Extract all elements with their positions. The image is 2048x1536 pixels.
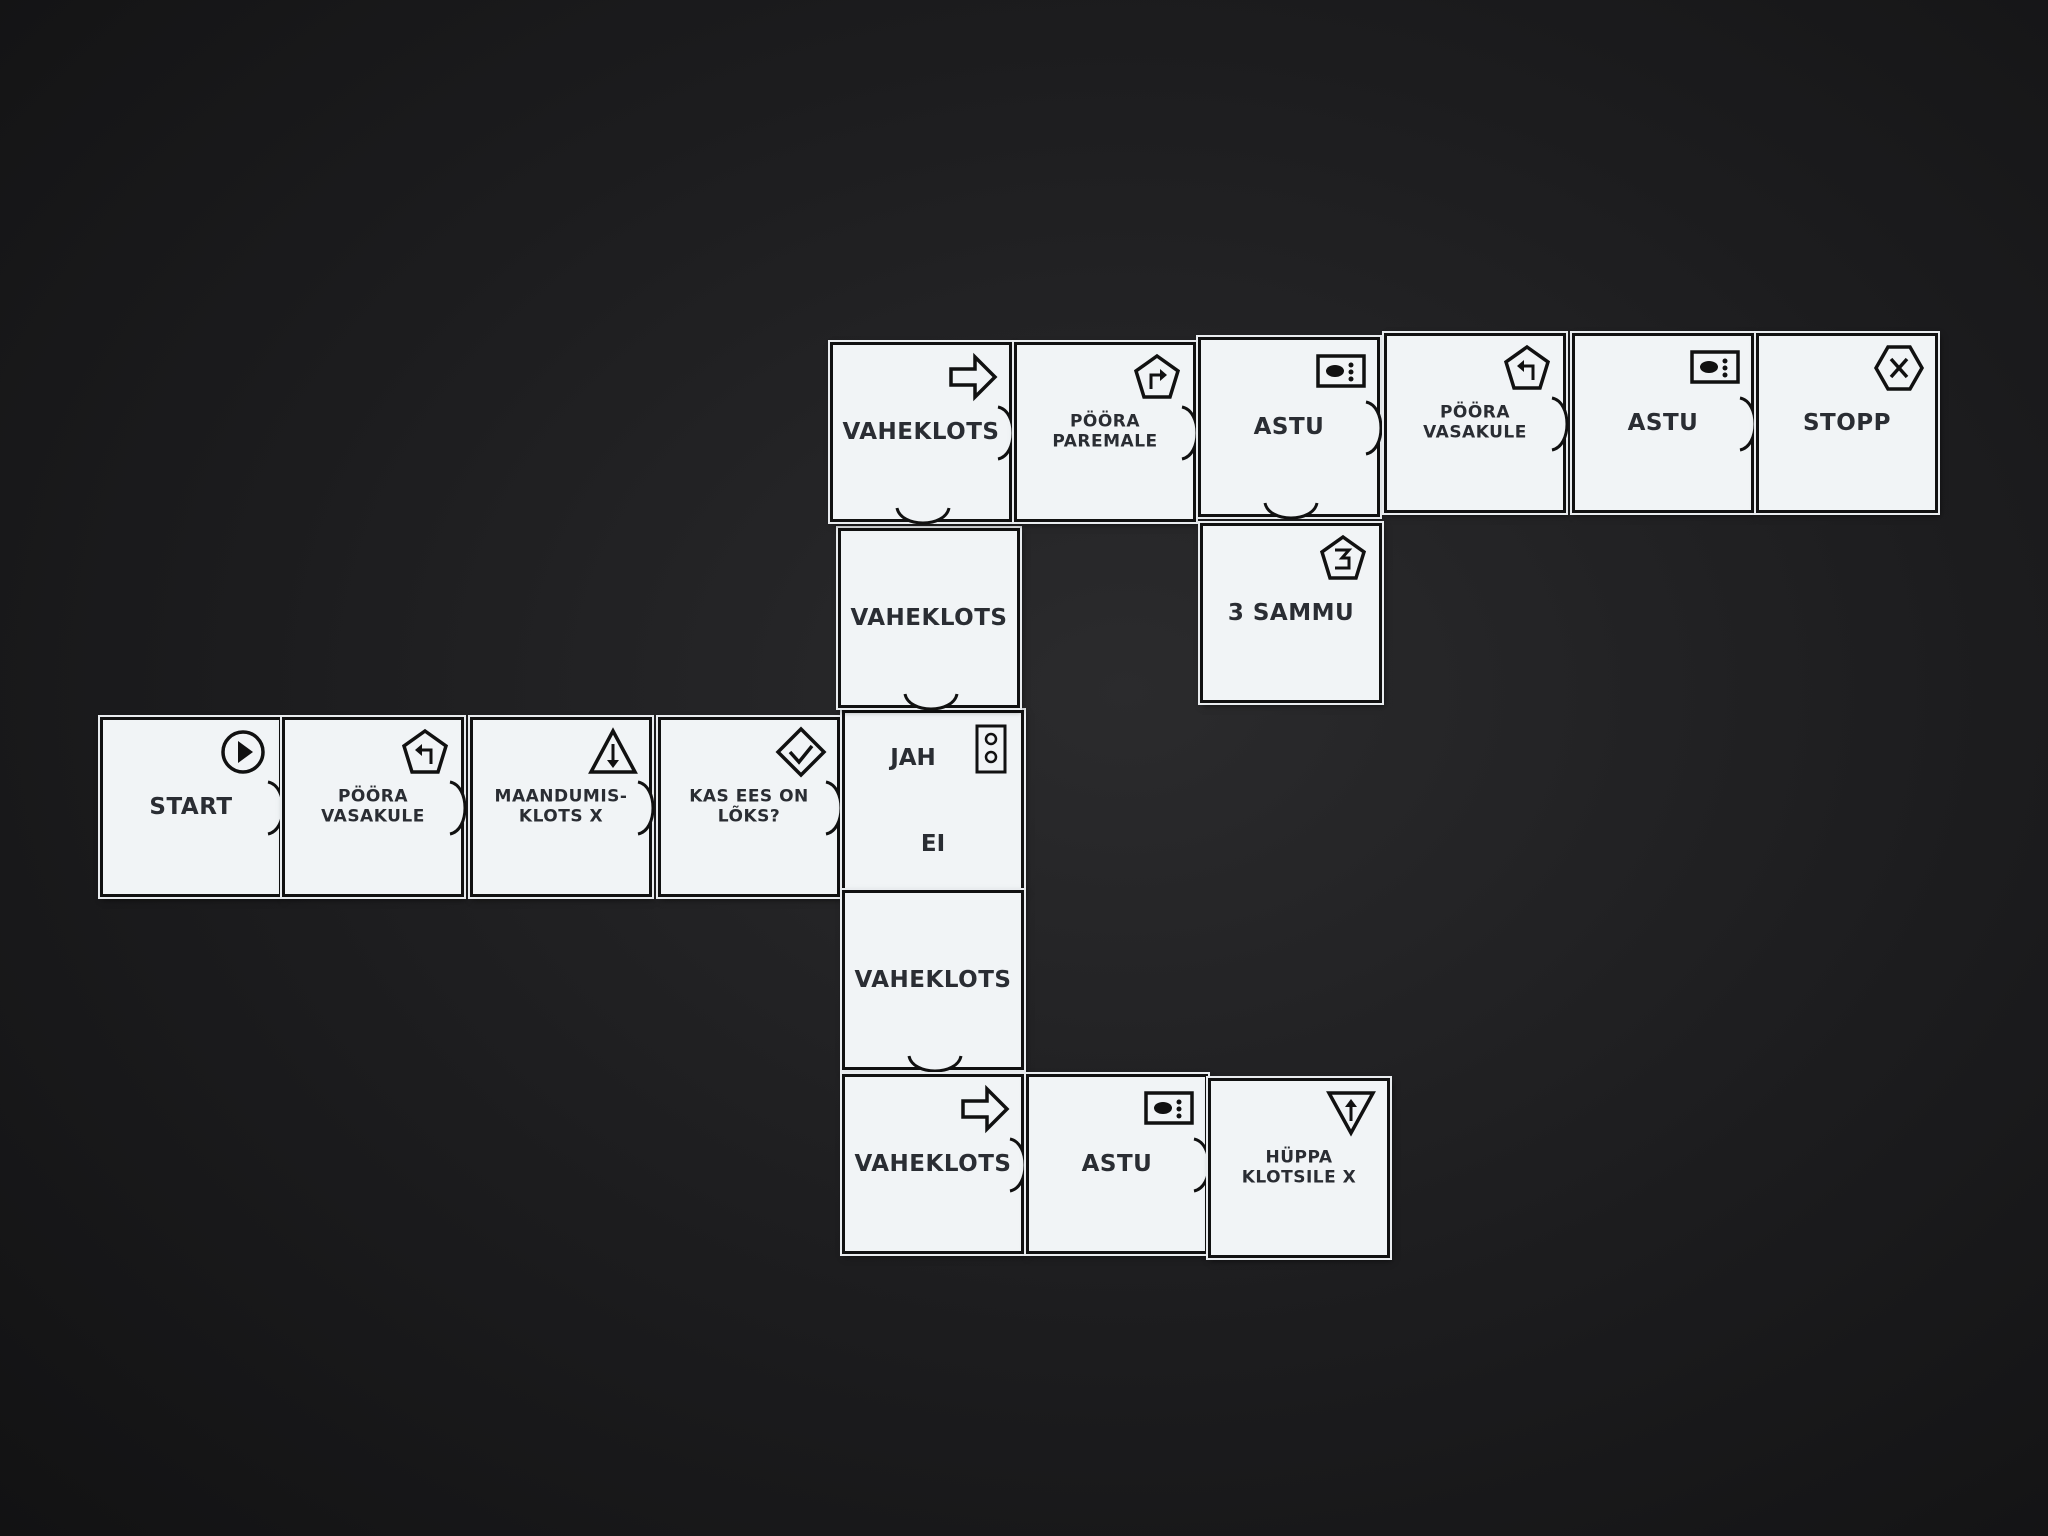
tile-label: HÜPPA KLOTSILE X <box>1241 1147 1357 1187</box>
tile-turn-left[interactable]: PÖÖRA VASAKULE <box>282 717 467 897</box>
diamond-check-icon <box>775 726 827 778</box>
puzzle-tab <box>1263 501 1319 529</box>
tile-stop[interactable]: STOPP <box>1756 333 1938 513</box>
puzzle-tab <box>903 692 959 720</box>
arrow-right-icon <box>947 351 999 403</box>
tile-label: VAHEKLOTS <box>854 1150 1012 1177</box>
tile-branch[interactable]: JAH EI <box>842 710 1024 892</box>
tile-label: 3 SAMMU <box>1227 599 1355 626</box>
puzzle-tab <box>907 1054 963 1082</box>
step-icon <box>1143 1083 1195 1135</box>
arrow-right-icon <box>959 1083 1011 1135</box>
tile-label: ASTU <box>1253 413 1325 440</box>
tile-step[interactable]: ASTU <box>1572 333 1757 513</box>
step-icon <box>1689 342 1741 394</box>
pentagon-3-icon <box>1317 532 1369 584</box>
tile-three-steps[interactable]: 3 SAMMU <box>1200 523 1382 703</box>
pentagon-turn-right-icon <box>1131 351 1183 403</box>
tile-label: MAANDUMIS- KLOTS X <box>494 786 628 826</box>
triangle-up-arrow-icon <box>1325 1087 1377 1139</box>
pentagon-turn-left-icon <box>399 726 451 778</box>
tile-label: VAHEKLOTS <box>850 604 1008 631</box>
tile-landing-block[interactable]: MAANDUMIS- KLOTS X <box>470 717 655 897</box>
play-circle-icon <box>217 726 269 778</box>
tile-label: VAHEKLOTS <box>842 418 1000 445</box>
puzzle-tab <box>636 780 664 836</box>
tile-label: ASTU <box>1081 1150 1153 1177</box>
tile-label: PÖÖRA PAREMALE <box>1052 411 1158 451</box>
puzzle-tab <box>1738 396 1766 452</box>
branch-icon <box>971 723 1011 775</box>
branch-yes-label: JAH <box>890 745 936 771</box>
tile-jump[interactable]: HÜPPA KLOTSILE X <box>1208 1078 1390 1258</box>
tile-label: VAHEKLOTS <box>854 966 1012 993</box>
tile-label: STOPP <box>1802 409 1892 436</box>
puzzle-tab <box>1008 1137 1036 1193</box>
triangle-down-arrow-icon <box>587 726 639 778</box>
tile-label: PÖÖRA VASAKULE <box>1423 402 1527 442</box>
tile-step[interactable]: ASTU <box>1198 337 1383 520</box>
puzzle-tab <box>895 506 951 534</box>
tile-label: KAS EES ON LÕKS? <box>689 786 809 826</box>
tile-turn-right[interactable]: PÖÖRA PAREMALE <box>1014 342 1199 522</box>
tile-trap-question[interactable]: KAS EES ON LÕKS? <box>658 717 843 897</box>
puzzle-tab <box>1550 396 1578 452</box>
tile-label: ASTU <box>1627 409 1699 436</box>
tile-spacer[interactable]: VAHEKLOTS <box>842 890 1024 1073</box>
branch-no-label: EI <box>920 831 946 857</box>
tile-spacer-arrow[interactable]: VAHEKLOTS <box>830 342 1015 525</box>
tile-start[interactable]: START <box>100 717 285 897</box>
puzzle-tab <box>824 780 852 836</box>
tile-spacer[interactable]: VAHEKLOTS <box>838 528 1020 711</box>
puzzle-tab <box>448 780 476 836</box>
puzzle-tab <box>996 405 1024 461</box>
hexagon-x-icon <box>1873 342 1925 394</box>
tile-spacer-arrow[interactable]: VAHEKLOTS <box>842 1074 1027 1254</box>
tile-label: START <box>149 793 233 820</box>
tile-label: PÖÖRA VASAKULE <box>321 786 425 826</box>
pentagon-turn-left-icon <box>1501 342 1553 394</box>
tile-step[interactable]: ASTU <box>1026 1074 1211 1254</box>
tile-turn-left[interactable]: PÖÖRA VASAKULE <box>1384 333 1569 513</box>
puzzle-tab <box>1364 400 1392 456</box>
step-icon <box>1315 346 1367 398</box>
puzzle-tab <box>1180 405 1208 461</box>
